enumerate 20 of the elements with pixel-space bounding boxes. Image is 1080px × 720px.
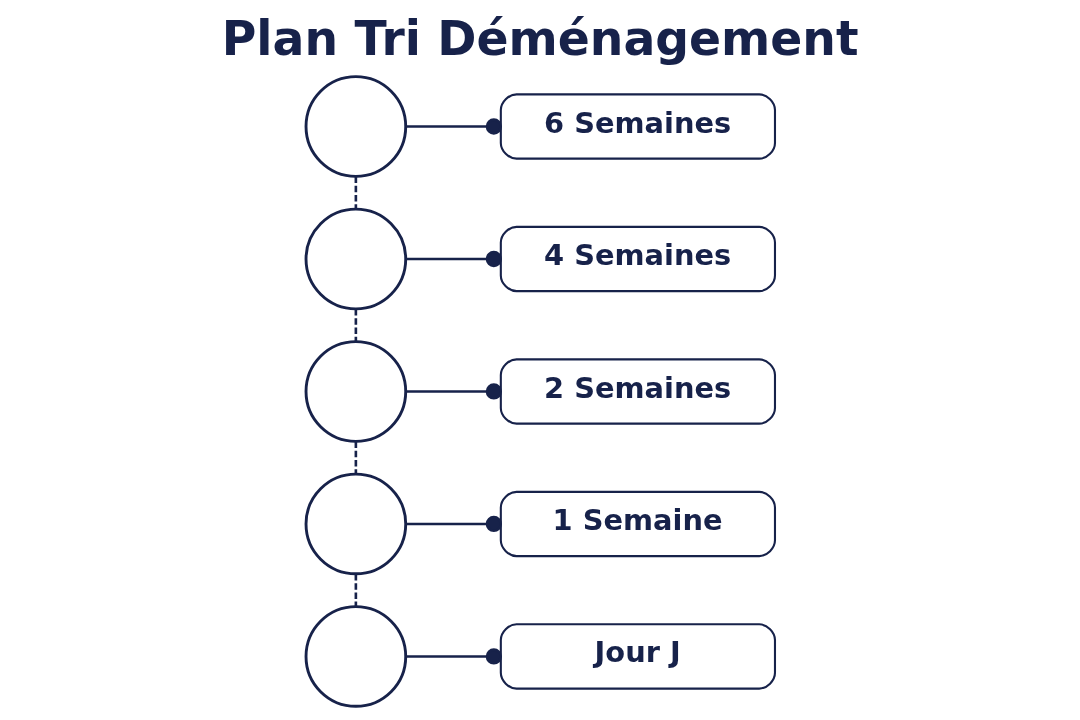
connector	[354, 574, 357, 607]
node-box: 4 Semaines	[499, 225, 776, 293]
connector	[354, 176, 357, 210]
connector	[405, 515, 502, 533]
node-box: 2 Semaines	[499, 358, 776, 425]
node-box: 6 Semaines	[499, 93, 776, 160]
connector	[405, 250, 502, 268]
node-circle	[304, 207, 407, 311]
connector	[405, 648, 502, 665]
connector	[405, 383, 502, 400]
connector	[354, 441, 357, 475]
node-circle	[304, 75, 407, 178]
diagram-title: Plan Tri Déménagement	[221, 11, 859, 67]
node-circle	[304, 605, 407, 708]
node-box: 1 Semaine	[499, 490, 776, 558]
connector	[405, 118, 502, 135]
connector	[354, 309, 357, 342]
node-circle	[304, 472, 407, 576]
node-box: Jour J	[499, 623, 776, 690]
node-circle	[304, 340, 407, 443]
